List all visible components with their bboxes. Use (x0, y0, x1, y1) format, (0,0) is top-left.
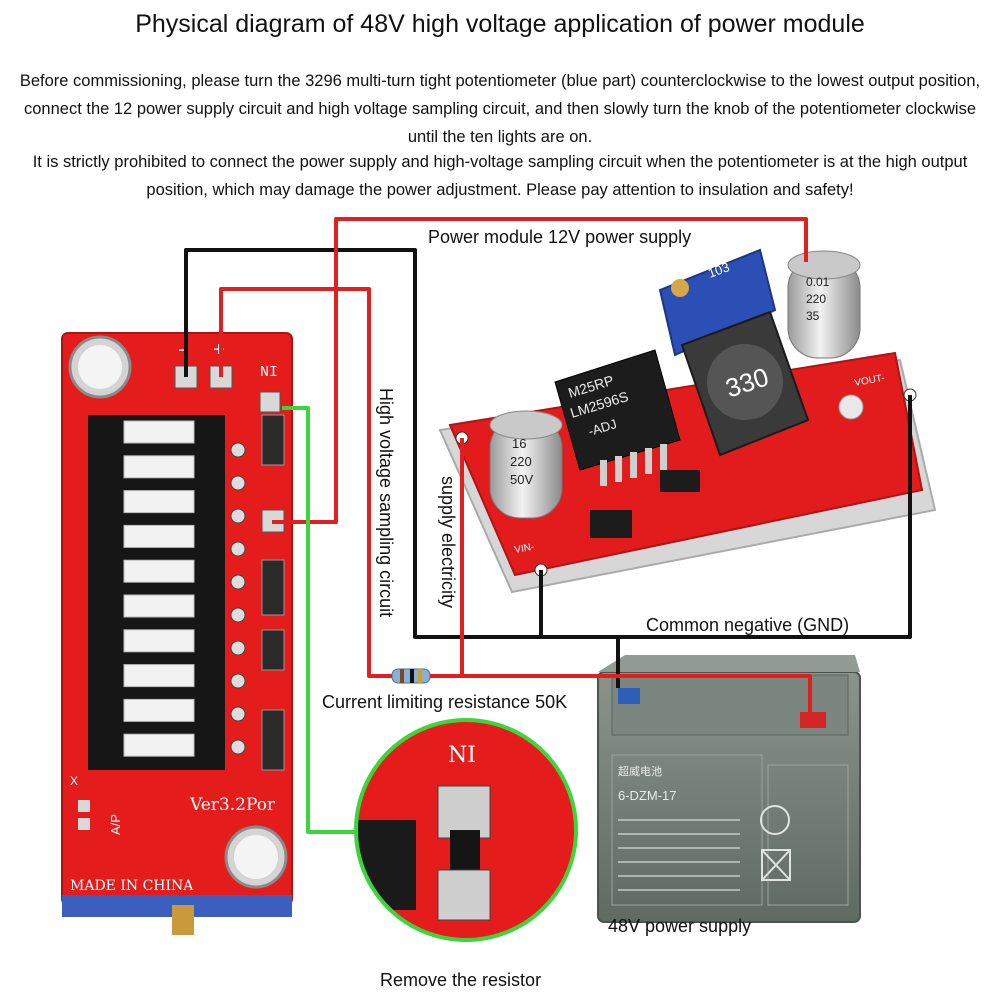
led-pin-pad (230, 475, 246, 491)
led-segment (123, 664, 195, 688)
pin-ni-label: NI (260, 364, 278, 381)
wire-vout-minus (618, 395, 912, 639)
chip-pin (645, 448, 652, 474)
zoom-ni-label: NI (448, 743, 476, 768)
cap-right-line-1: 0.01 (806, 275, 830, 289)
cap-right-line-2: 220 (806, 292, 826, 306)
cap-left-line-1: 16 (512, 436, 526, 451)
wire-board-minus-gnd (184, 248, 620, 688)
smd-part-3 (261, 709, 285, 771)
resistor-label: Current limiting resistance 50K (322, 692, 568, 712)
smd-part-1 (261, 559, 285, 616)
remove-resistor-label: Remove the resistor (380, 970, 542, 990)
led-pin-pad (230, 541, 246, 557)
chip-pins (600, 444, 667, 486)
led-segment (123, 594, 195, 618)
pin-plus-label: + (213, 339, 225, 361)
wires (184, 217, 912, 834)
power-module: 103 330 M25RP LM2596S -ADJ 16 220 50V 0.… (438, 248, 937, 594)
made-in-china-label: MADE IN CHINA (70, 878, 194, 894)
wire-battery-plus (430, 674, 812, 712)
battery-label: 48V power supply (608, 916, 752, 936)
led-segment (123, 490, 195, 514)
battery: 超威电池 6-DZM-17 (597, 655, 861, 923)
ap-label: A/P (108, 814, 123, 835)
cap-left-line-3: 50V (510, 472, 533, 487)
cap-left-line-2: 220 (510, 454, 532, 469)
regulator-chip (554, 349, 681, 471)
sampling-circuit-label: High voltage sampling circuit (376, 388, 396, 618)
battery-brand: 超威电池 (618, 764, 662, 778)
x-label: X (70, 774, 78, 788)
version-label: Ver3.2Por (189, 795, 276, 815)
current-limiting-resistor (391, 668, 431, 684)
wire-board-plus (219, 287, 392, 678)
recycle-icon (760, 805, 790, 835)
led-pin-pad (230, 508, 246, 524)
led-pin-pad (230, 673, 246, 689)
module-potentiometer (658, 248, 777, 357)
battery-positive-terminal (800, 712, 826, 728)
bargraph-board: − + NI Ver3.2Por MADE IN CHINA X A/P (61, 332, 293, 935)
led-pin-pad (230, 442, 246, 458)
bin-icon (761, 849, 791, 881)
battery-negative-terminal (618, 688, 640, 704)
diode (590, 510, 632, 538)
led-pin-pad (230, 640, 246, 656)
zoom-inset: NI (354, 718, 578, 942)
led-segment (123, 698, 195, 722)
vout-label: VOUT- (854, 373, 886, 389)
pot-screw (172, 905, 194, 935)
smd-part-2 (261, 629, 285, 671)
pot-marking: 103 (706, 259, 732, 281)
led-segment (123, 559, 195, 583)
supply-electricity-label: supply electricity (438, 476, 458, 609)
led-pin-pad (230, 739, 246, 755)
chip-pin (600, 460, 607, 486)
led-pin-pad (230, 706, 246, 722)
chip-pin (615, 456, 622, 482)
wire-sampling (272, 217, 808, 524)
intro-paragraph-1: Before commissioning, please turn the 32… (19, 72, 981, 146)
led-segment (123, 524, 195, 548)
power-supply-label: Power module 12V power supply (428, 227, 692, 247)
led-segment (123, 629, 195, 653)
led-pin-pad (230, 607, 246, 623)
cap-right-line-3: 35 (806, 309, 820, 323)
intro-paragraph-2: It is strictly prohibited to connect the… (32, 153, 968, 199)
led-segments (123, 420, 195, 757)
smd-resistor-top (261, 414, 285, 466)
pin-minus-label: − (178, 340, 189, 360)
vin-label: VIN- (514, 542, 536, 556)
led-segment (123, 420, 195, 444)
pin-ni-pad (259, 391, 281, 413)
battery-model: 6-DZM-17 (618, 788, 677, 803)
side-pads (230, 442, 246, 755)
led-pin-pad (230, 574, 246, 590)
zoom-ring (354, 718, 578, 942)
page-title: Physical diagram of 48V high voltage app… (135, 10, 865, 38)
led-segment (123, 455, 195, 479)
led-segment (123, 733, 195, 757)
gnd-label: Common negative (GND) (646, 615, 850, 635)
chip-pin (660, 444, 667, 470)
chip-pin (630, 452, 637, 478)
wire-zoom-pointer (282, 406, 357, 834)
